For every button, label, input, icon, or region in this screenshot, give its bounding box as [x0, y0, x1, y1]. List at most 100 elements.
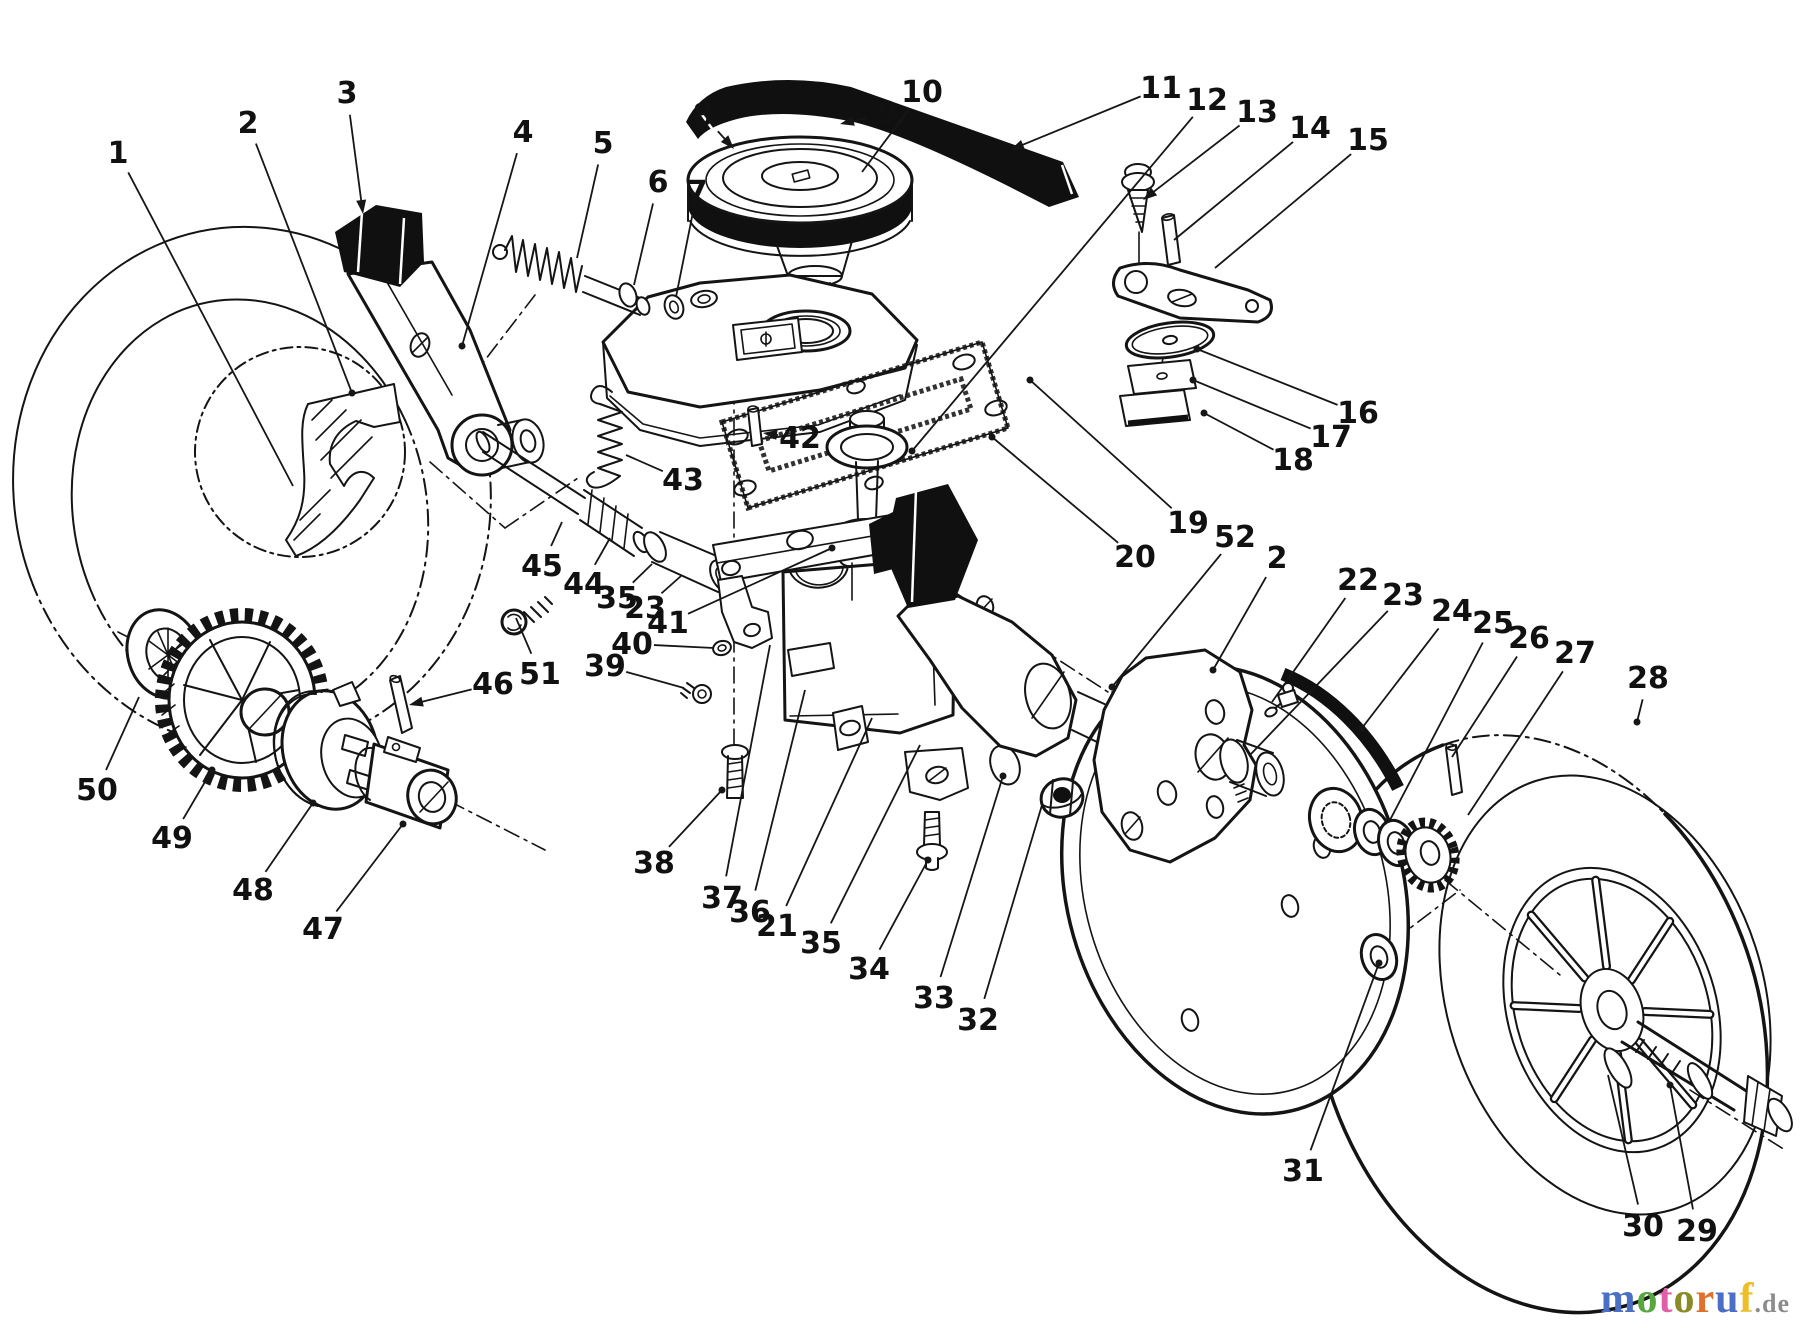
- washer-7: [663, 294, 685, 320]
- leader-line-39-28: [625, 671, 685, 689]
- leader-line-46-30: [420, 688, 472, 703]
- leader-dot-47-34: [399, 820, 407, 828]
- leader-line-25-48: [1389, 642, 1484, 821]
- callout-2-1: 2: [238, 106, 259, 141]
- screw-39: [680, 682, 712, 704]
- leader-line-23-46: [1249, 610, 1389, 756]
- leader-line-35-39: [830, 744, 921, 924]
- leader-arrow-8-7: [720, 135, 734, 149]
- callout-37-36: 37: [701, 881, 743, 916]
- leader-dot-34-40: [924, 856, 932, 864]
- leader-dot-29-54: [1666, 1081, 1674, 1089]
- callout-49-32: 49: [151, 821, 193, 856]
- callout-21-38: 21: [756, 909, 798, 944]
- callout-12-11: 12: [1186, 83, 1228, 118]
- leader-line-27-50: [1467, 670, 1564, 816]
- callout-39-28: 39: [584, 649, 626, 684]
- leader-arrow-46-30: [409, 696, 424, 707]
- leader-line-4-3: [461, 152, 518, 347]
- leader-line-31-52: [1309, 962, 1380, 1151]
- leader-line-23-25: [660, 575, 682, 595]
- leader-dot-28-51: [1633, 718, 1641, 726]
- leader-line-24-47: [1361, 627, 1440, 729]
- callout-52-43: 52: [1214, 520, 1256, 555]
- callout-20-19: 20: [1114, 540, 1156, 575]
- callout-46-30: 46: [472, 667, 514, 702]
- watermark-letter: u: [1715, 1276, 1740, 1322]
- leader-arrow-13-12: [1143, 187, 1158, 200]
- leader-line-41-26: [687, 547, 833, 615]
- callout-4-3: 4: [513, 115, 534, 150]
- leader-line-49-32: [182, 769, 213, 820]
- lock-nut-32: [1039, 777, 1085, 819]
- watermark: motoruf.de: [1600, 1278, 1790, 1320]
- leader-line-28-51: [1636, 699, 1644, 723]
- callout-41-26: 41: [647, 606, 689, 641]
- bolt-34: [916, 811, 948, 871]
- leader-line-37-36: [725, 644, 771, 877]
- output-hub-47: [354, 736, 458, 830]
- callout-5-4: 5: [593, 126, 614, 161]
- callout-8-7: 8: [693, 98, 714, 133]
- callout-36-37: 36: [729, 895, 771, 930]
- washer-31: [1359, 933, 1399, 981]
- callout-11-10: 11: [1140, 71, 1182, 106]
- leader-line-43-21: [625, 454, 664, 472]
- screw-51: [500, 596, 553, 636]
- callout-7-6: 7: [687, 175, 708, 210]
- palnut-40: [712, 639, 732, 657]
- leader-line-2-44: [1212, 576, 1267, 671]
- leader-line-34-40: [878, 859, 929, 951]
- callout-13-12: 13: [1236, 95, 1278, 130]
- gasket: [718, 338, 1012, 512]
- callout-31-52: 31: [1282, 1154, 1324, 1189]
- leader-line-9-8: [851, 117, 867, 123]
- leader-dot-48-33: [309, 799, 317, 807]
- compression-spring: [492, 235, 583, 293]
- pinion-gear: [1396, 817, 1460, 893]
- drive-gear-49: [155, 608, 329, 792]
- leader-line-10-9: [861, 109, 910, 173]
- leader-arrow-3-2: [356, 199, 367, 214]
- callout-19-18: 19: [1167, 506, 1209, 541]
- leader-line-18-17: [1203, 412, 1274, 451]
- leader-dot-24-47: [1358, 724, 1366, 732]
- callout-42-20: 42: [779, 421, 821, 456]
- leader-line-52-43: [1111, 553, 1222, 688]
- leader-line-38-35: [668, 789, 723, 848]
- leader-line-51-29: [515, 617, 533, 655]
- leader-line-8-7: [717, 130, 727, 141]
- leader-line-50-31: [105, 696, 140, 771]
- pin-42: [747, 405, 763, 447]
- rubber-bumper-upper: [335, 205, 424, 287]
- leader-dot-2-1: [348, 389, 356, 397]
- callout-27-50: 27: [1554, 636, 1596, 671]
- watermark-letter: m: [1600, 1276, 1637, 1322]
- axle-bolt: [1603, 1020, 1793, 1137]
- callout-9-8: 9: [878, 96, 899, 131]
- leader-line-44-23: [594, 537, 611, 566]
- height-arm-upper: [346, 260, 545, 477]
- leader-dot-49-32: [208, 766, 216, 774]
- leader-line-12-11: [911, 116, 1194, 452]
- callout-35-24: 35: [596, 581, 638, 616]
- idler-rod: [582, 275, 651, 316]
- watermark-letter: o: [1673, 1276, 1696, 1322]
- roll-pin-46: [389, 674, 413, 734]
- watermark-letter: t: [1658, 1276, 1674, 1322]
- bolt-38: [721, 744, 749, 799]
- leader-line-13-12: [1151, 124, 1241, 194]
- rubber-bumper-lower: [869, 484, 978, 608]
- leader-line-36-37: [754, 689, 806, 891]
- callout-23-25: 23: [624, 591, 666, 626]
- leader-line-40-27: [653, 644, 715, 649]
- callout-51-29: 51: [519, 657, 561, 692]
- belt: [686, 80, 1079, 207]
- leader-line-14-13: [1173, 141, 1294, 241]
- watermark-word: motoruf: [1600, 1276, 1754, 1322]
- leader-line-15-14: [1214, 153, 1352, 269]
- leader-dot-18-17: [1200, 409, 1208, 417]
- leader-dot-41-26: [828, 544, 836, 552]
